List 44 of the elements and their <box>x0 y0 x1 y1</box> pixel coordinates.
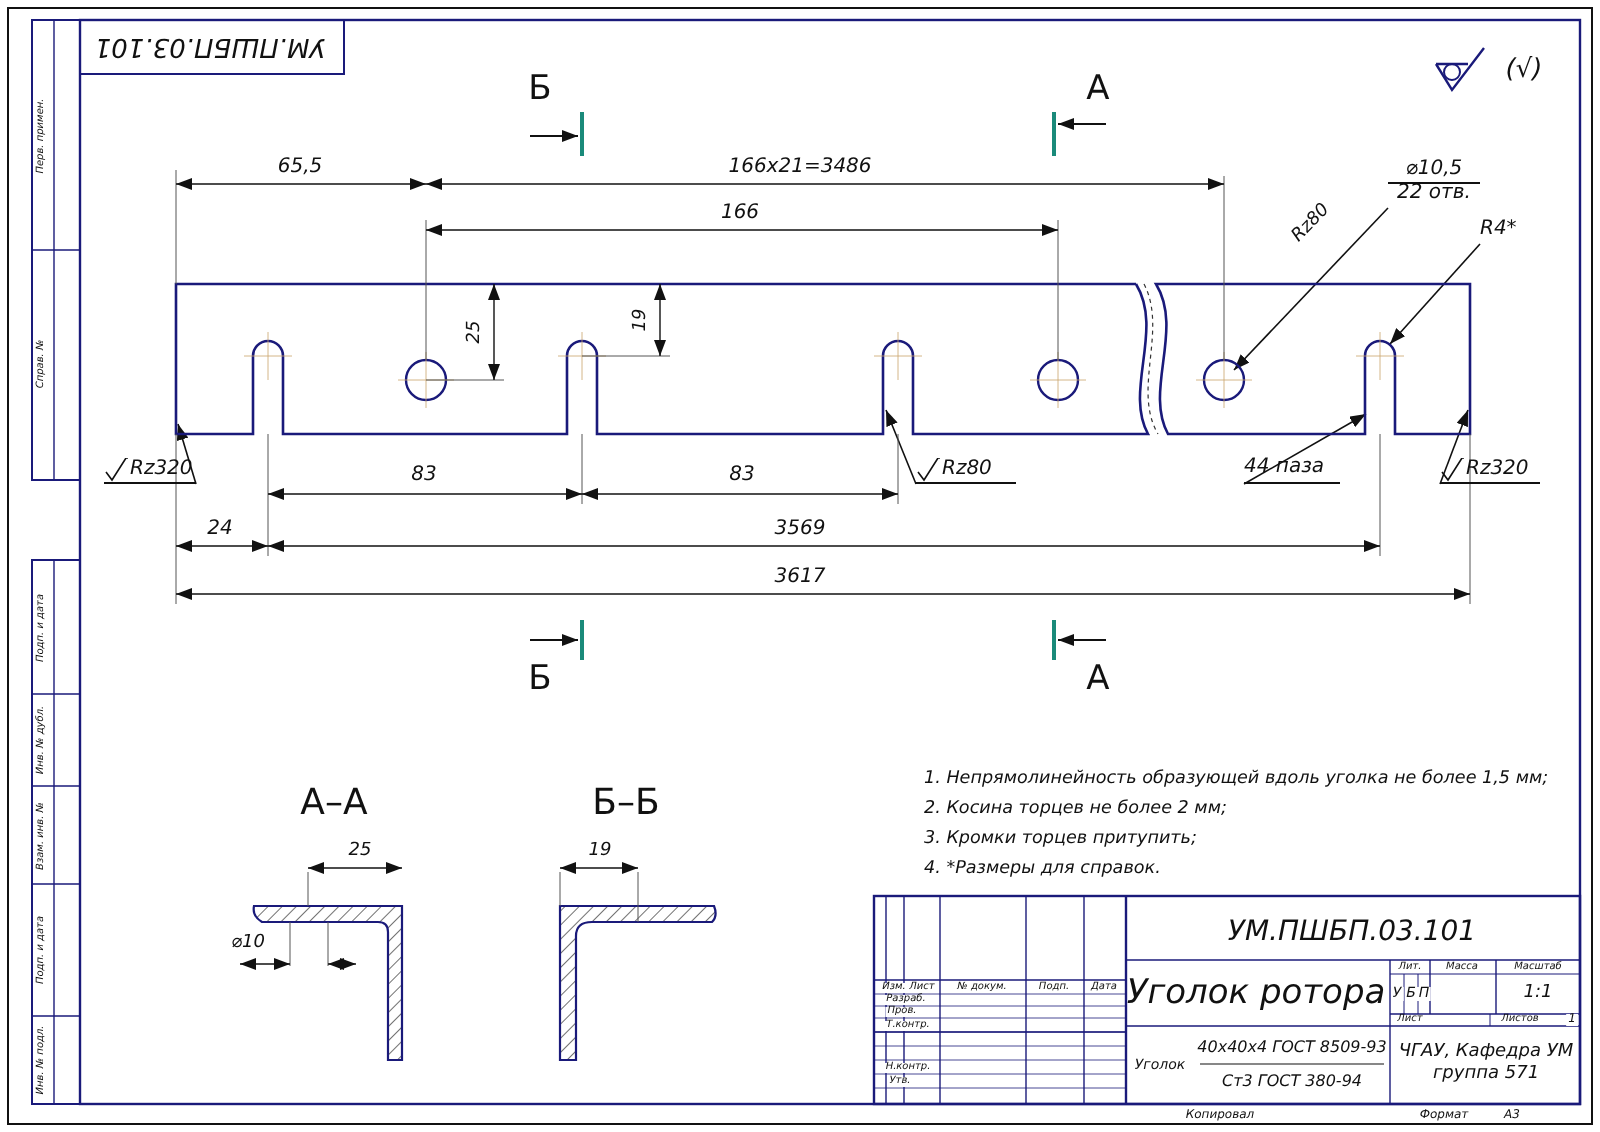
dimension-value: 3617 <box>774 568 826 588</box>
material-text: 40х40х4 ГОСТ 8509-93 <box>1197 1040 1387 1056</box>
dimension-value: ⌀10 <box>231 935 265 953</box>
dimension-value: 25 <box>348 843 372 861</box>
leader-line <box>885 409 917 485</box>
leader-line <box>1243 413 1367 485</box>
leader-line <box>176 423 197 485</box>
hole-size-text: ⌀10,5 <box>1388 160 1480 184</box>
dimension-value: 19 <box>633 308 651 332</box>
callout-text: 44 паза <box>1244 458 1340 484</box>
scale-value: 1:1 <box>1523 985 1553 1003</box>
drawing-number: УМ.ПШБП.03.101 <box>1227 918 1477 946</box>
callout-text: R4* <box>1480 220 1524 244</box>
dimension-value: 83 <box>411 466 437 486</box>
organization-text: ЧГАУ, Кафедра УМ группа 571 <box>1396 1042 1576 1086</box>
dimension-value: 24 <box>207 520 233 540</box>
dimension-value: 83 <box>729 466 755 486</box>
dimension-value: 166х21=3486 <box>728 158 872 178</box>
material-text: Ст3 ГОСТ 380-94 <box>1222 1074 1362 1090</box>
note-text: 1. Непрямолинейность образующей вдоль уголка не более 1,5 мм; <box>924 771 1549 789</box>
dimension-value: 3569 <box>774 520 826 540</box>
note-text: 4. *Размеры для справок. <box>924 861 1161 879</box>
note-text: 2. Косина торцев не более 2 мм; <box>924 801 1227 819</box>
section-title: Б–Б <box>592 786 660 822</box>
roughness-value: Rz320 <box>130 460 193 480</box>
section-title: А–А <box>300 786 368 822</box>
section-letter: Б <box>528 73 552 107</box>
dimension-value: 65,5 <box>277 158 323 178</box>
dimension-value: 25 <box>467 320 485 344</box>
dimension-value: 19 <box>588 843 612 861</box>
section-letter: А <box>1086 663 1110 697</box>
section-letter: Б <box>528 663 552 697</box>
roughness-value: Rz320 <box>1466 460 1529 480</box>
leader-line <box>1233 207 1389 371</box>
leader-line <box>1389 243 1481 345</box>
roughness-note: (√) <box>1505 57 1543 83</box>
dimension-value: 166 <box>720 204 760 224</box>
section-letter: А <box>1086 73 1110 107</box>
roughness-value: Rz80 <box>942 460 992 480</box>
leader-line <box>1439 409 1469 485</box>
note-text: 3. Кромки торцев притупить; <box>924 831 1197 849</box>
angle-bar-drawing <box>174 282 1472 436</box>
part-name: Уголок ротора <box>1126 977 1386 1011</box>
drawing-number: УМ.ПШБП.03.101 <box>94 33 326 59</box>
